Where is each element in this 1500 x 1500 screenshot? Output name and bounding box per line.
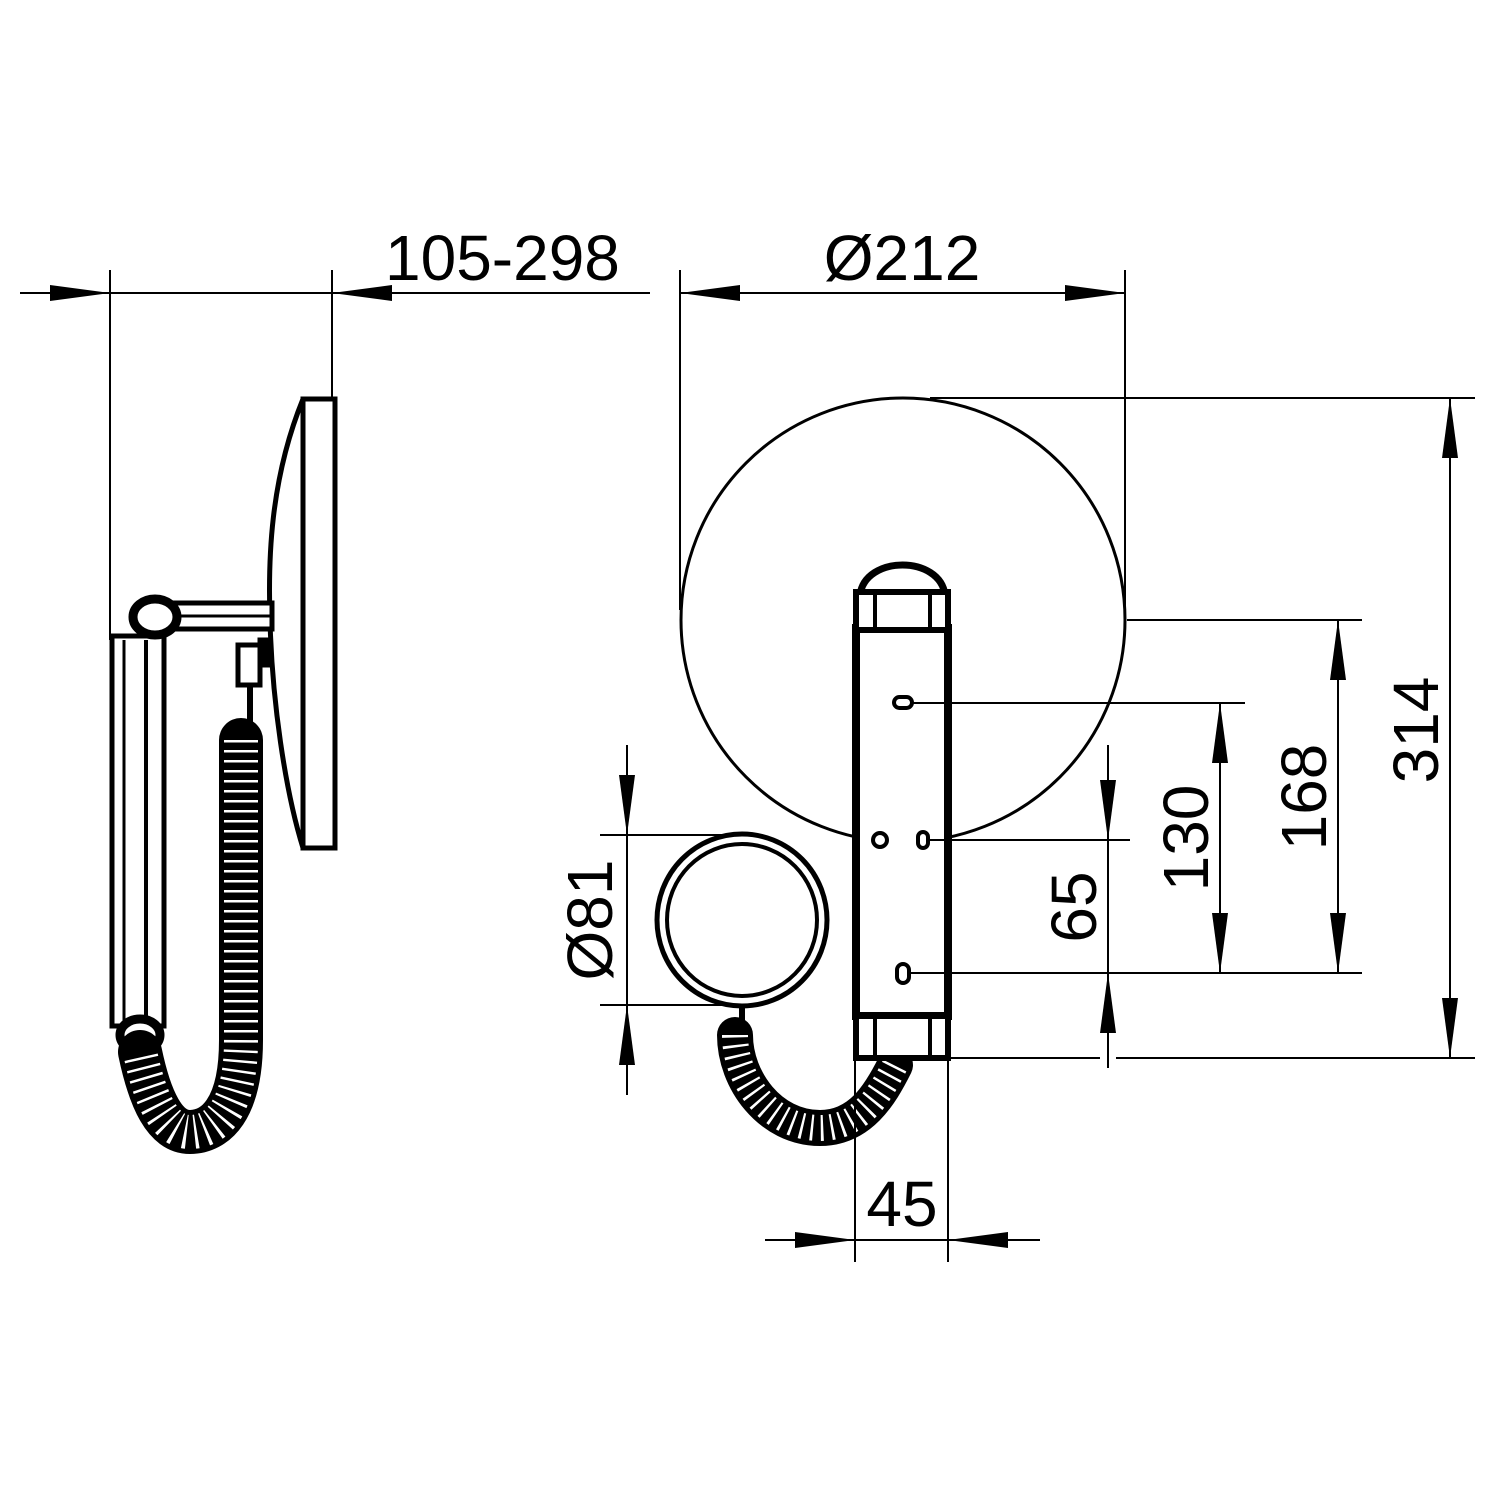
front-coil-cord xyxy=(717,1005,913,1147)
front-view: Ø212 314 168 130 65 Ø81 45 xyxy=(554,222,1475,1262)
side-mirror xyxy=(266,396,338,851)
dimension-label-168: 168 xyxy=(1268,744,1340,851)
dimension-label-314: 314 xyxy=(1380,677,1452,784)
side-coil-cord xyxy=(118,685,263,1155)
magnifier-mirror xyxy=(654,831,830,1009)
dimension-label-45: 45 xyxy=(866,1168,937,1240)
wall-bar xyxy=(852,561,952,1061)
dimension-label-diameter-212: Ø212 xyxy=(824,222,981,294)
dimension-label-diameter-81: Ø81 xyxy=(554,860,626,981)
side-wall-plate xyxy=(109,594,182,1056)
side-view: 105-298 xyxy=(20,222,650,1155)
dimension-label-130: 130 xyxy=(1150,785,1222,892)
side-arm xyxy=(167,600,275,688)
dimension-label-65: 65 xyxy=(1038,871,1110,942)
dimension-label-105-298: 105-298 xyxy=(385,222,620,294)
dimension-105-298 xyxy=(20,270,650,640)
dimension-diameter-212 xyxy=(679,270,1126,620)
